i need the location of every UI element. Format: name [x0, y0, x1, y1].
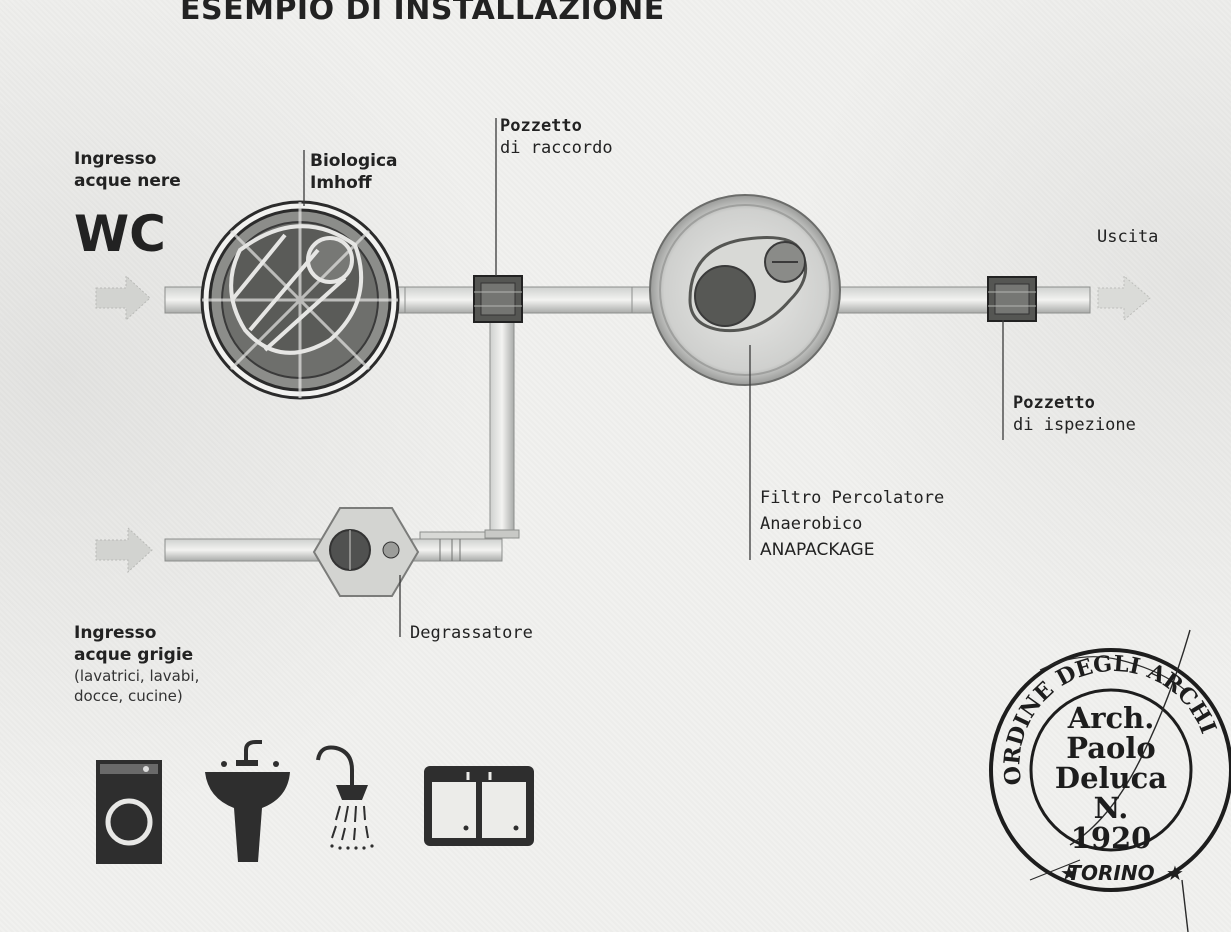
label-imhoff-tank: Biologica Imhoff — [310, 151, 398, 193]
label-wc: WC — [74, 205, 166, 263]
label-junction-well: Pozzetto di raccordo — [500, 116, 613, 158]
washing-machine-icon — [96, 760, 162, 864]
label-outlet: Uscita — [1097, 227, 1159, 247]
inspection-well — [987, 276, 1037, 322]
kitchen-sink-icon — [424, 766, 534, 846]
label-inspection-well: Pozzetto di ispezione — [1013, 393, 1136, 435]
label-anapackage-filter: Filtro Percolatore Anaerobico ANAPACKAGE — [760, 488, 945, 560]
sink-icon — [205, 740, 290, 862]
vertical-pipe — [419, 321, 520, 557]
main-pipe — [164, 286, 1091, 314]
inlet-arrow-black-water — [95, 274, 151, 322]
stamp-line: Arch. — [1067, 701, 1155, 735]
page-title: ESEMPIO DI INSTALLAZIONE — [180, 0, 665, 27]
stamp-center: Arch. Paolo Deluca N. 1920 — [1051, 703, 1171, 853]
stamp-line: Deluca — [1054, 761, 1168, 795]
leader-lines — [303, 118, 1004, 637]
stamp-line: N. 1920 — [1070, 791, 1152, 855]
label-black-water-inlet: Ingresso acque nere — [74, 149, 181, 191]
imhoff-tank — [200, 200, 400, 400]
junction-well — [473, 275, 523, 323]
shower-icon — [316, 745, 374, 850]
stamp-city: TORINO — [1067, 861, 1154, 885]
outlet-arrow — [1097, 274, 1151, 322]
stamp-star-icon: ★ — [1060, 861, 1078, 885]
grey-water-pipe — [164, 538, 503, 562]
anapackage-filter — [649, 194, 841, 386]
stamp-star-icon: ★ — [1166, 861, 1184, 885]
architect-stamp-seal — [989, 629, 1231, 932]
stamp-line: Paolo — [1066, 731, 1156, 765]
grease-trap — [312, 507, 420, 597]
inlet-arrow-grey-water — [95, 526, 153, 574]
label-grease-trap: Degrassatore — [410, 623, 533, 643]
label-grey-water-inlet: Ingresso acque grigie (lavatrici, lavabi… — [74, 623, 200, 705]
grey-water-sources: (lavatrici, lavabi, — [74, 667, 200, 685]
